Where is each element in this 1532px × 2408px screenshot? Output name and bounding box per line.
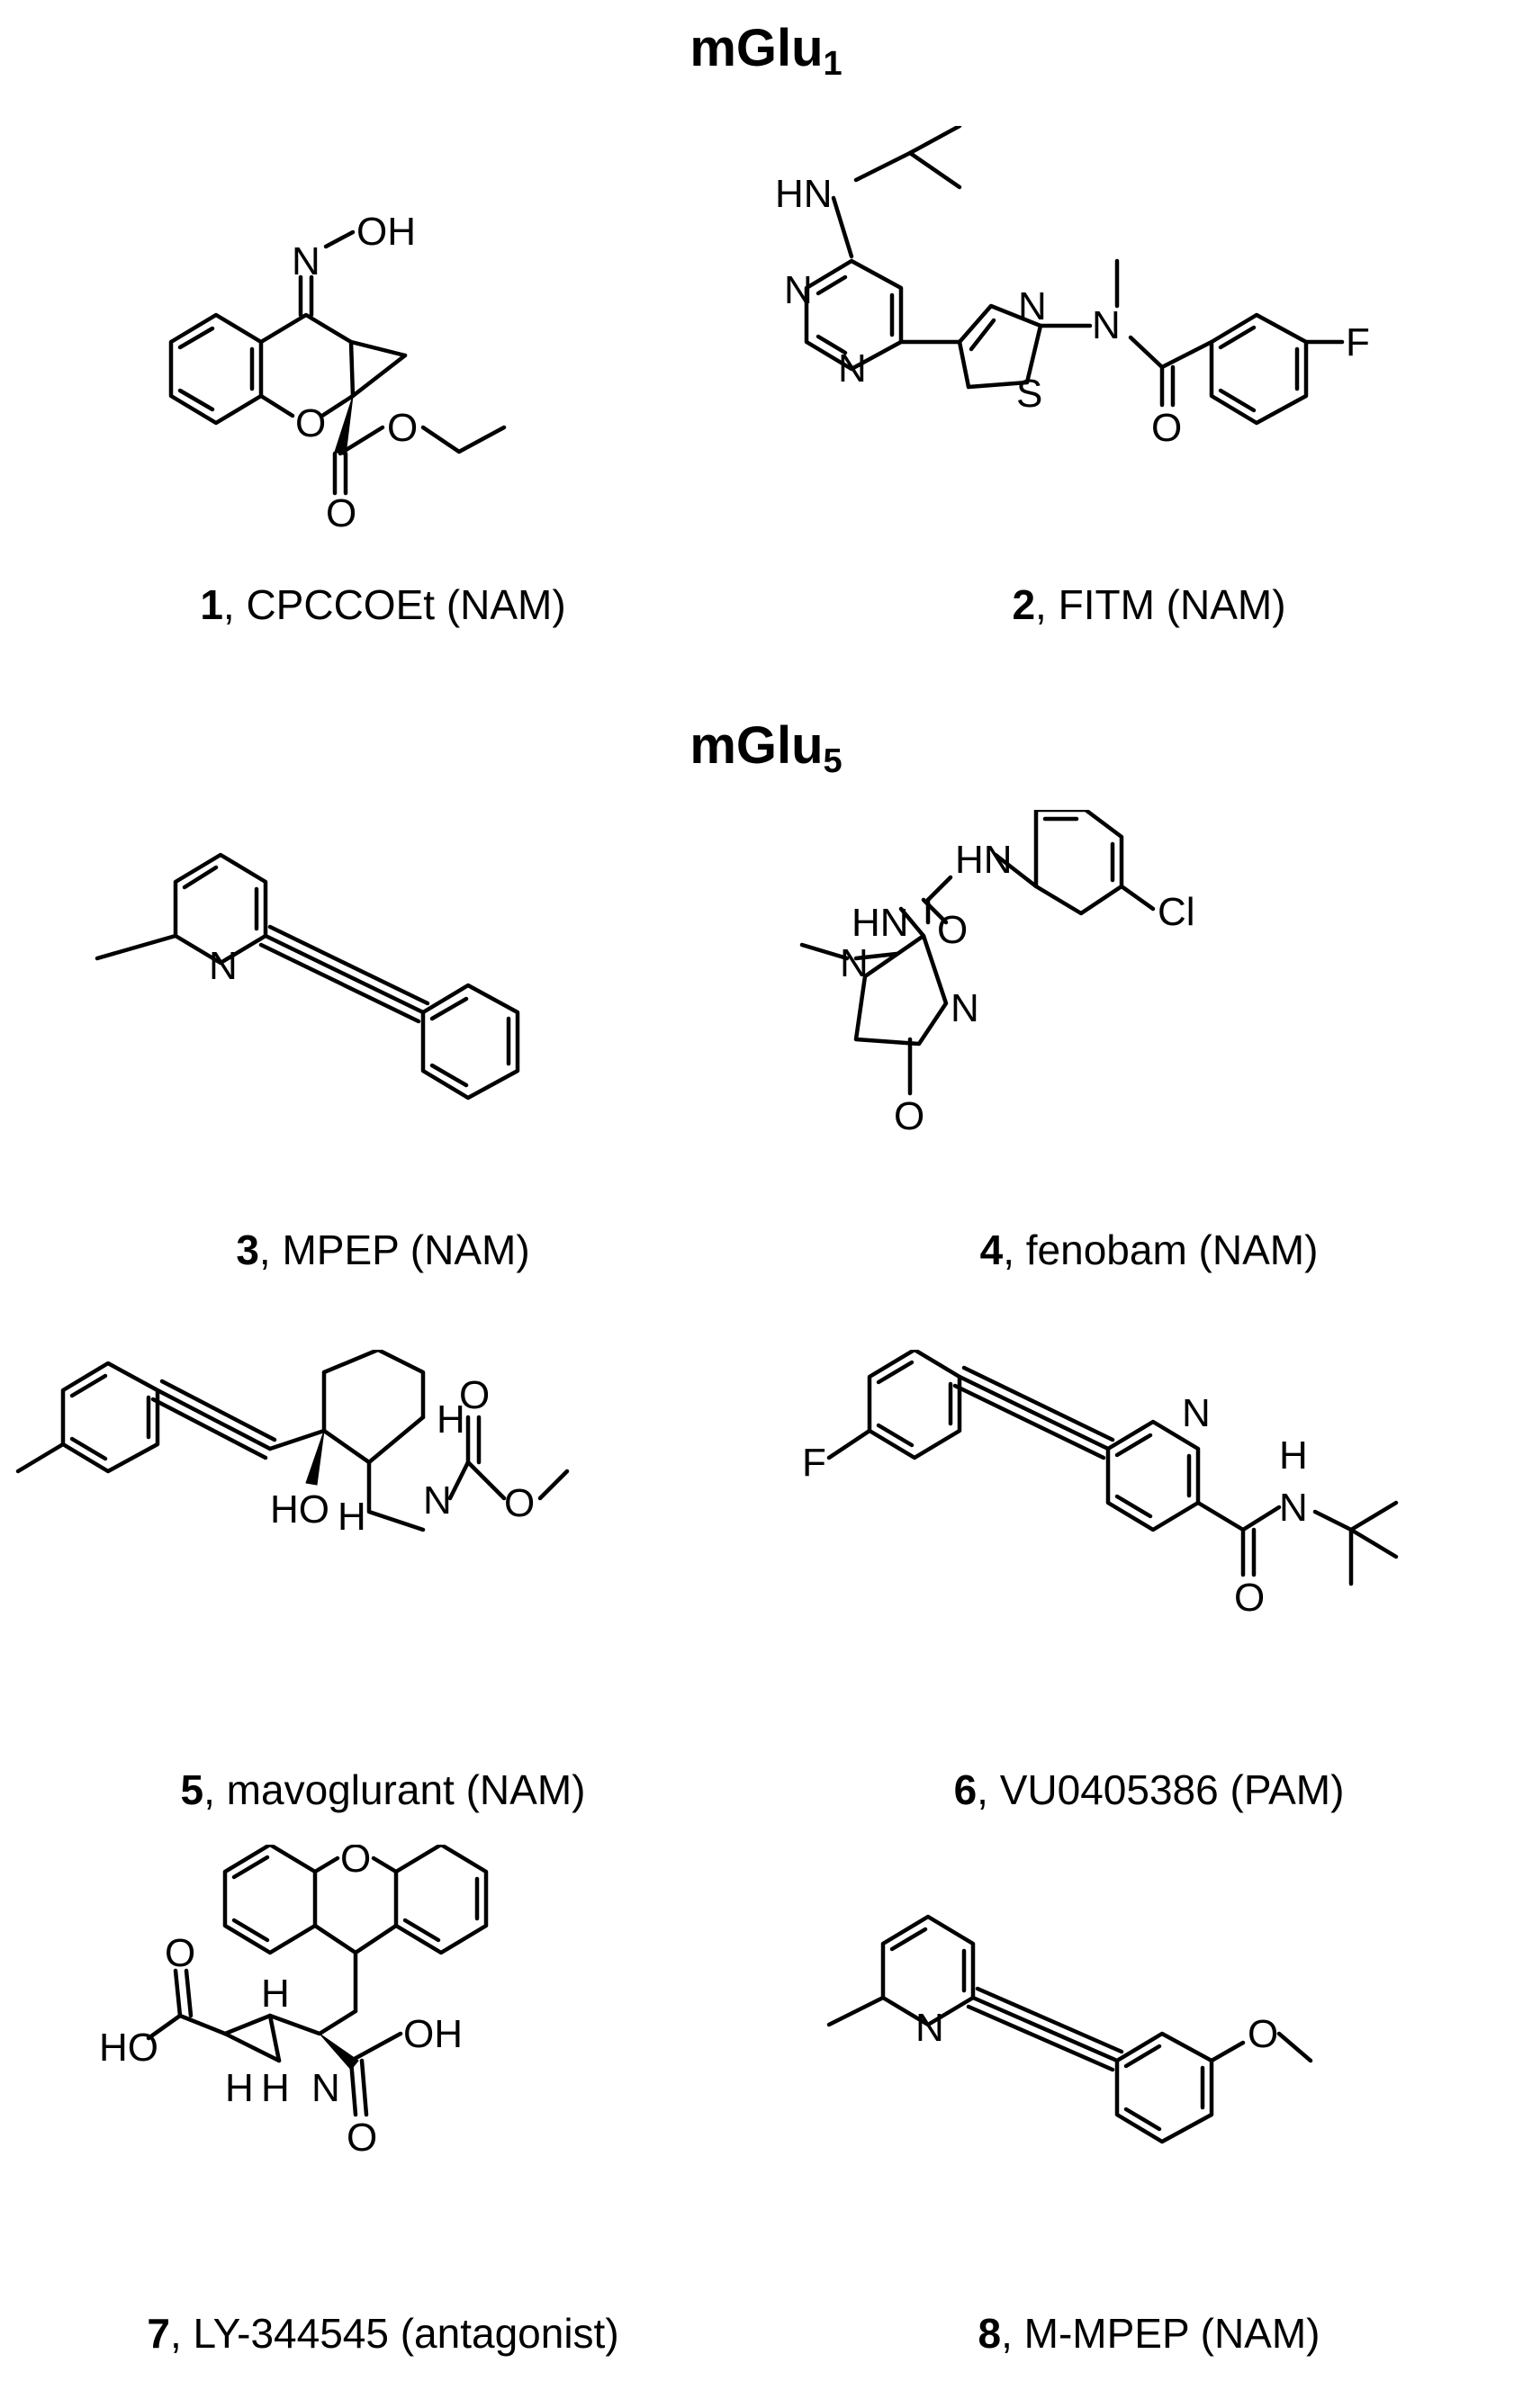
atom-labels: N O xyxy=(915,2006,1278,2056)
svg-text:O: O xyxy=(387,406,418,450)
svg-text:O: O xyxy=(937,908,968,952)
svg-text:N: N xyxy=(423,1478,452,1523)
chemical-structure-icon xyxy=(826,1350,1399,1586)
compound-caption: 4, fenobam (NAM) xyxy=(766,1226,1532,1274)
chemical-structure-icon xyxy=(804,126,1345,426)
compound-6: F N H N O 6, VU0405386 (PAM) xyxy=(766,1350,1532,1818)
svg-text:O: O xyxy=(1234,1576,1265,1620)
compound-number: 2 xyxy=(1012,581,1036,628)
svg-text:HO: HO xyxy=(99,2026,158,2070)
svg-text:N: N xyxy=(1018,284,1047,328)
section-heading-mglu5: mGlu5 xyxy=(0,715,1532,781)
compound-name: , M-MPEP (NAM) xyxy=(1001,2310,1320,2357)
compound-8: N O 8, M-MPEP (NAM) xyxy=(766,1845,1532,2385)
compound-caption: 3, MPEP (NAM) xyxy=(0,1226,766,1274)
compound-1: N OH O O O 1, CPCCOEt (NAM) xyxy=(0,126,766,630)
svg-text:O: O xyxy=(326,491,356,535)
svg-text:H: H xyxy=(1279,1433,1308,1478)
svg-text:O: O xyxy=(504,1481,535,1525)
atom-labels: N OH O O O xyxy=(292,210,418,535)
atom-labels: H N O O HO H xyxy=(270,1373,535,1539)
svg-text:O: O xyxy=(1151,406,1182,450)
svg-text:O: O xyxy=(295,401,326,445)
compound-number: 6 xyxy=(953,1766,978,1813)
chemical-structure-icon xyxy=(826,1914,1313,2144)
chemical-structure-icon xyxy=(146,1845,489,2117)
atom-labels: HN N N N S N O F xyxy=(775,172,1370,450)
compound-caption: 8, M-MPEP (NAM) xyxy=(766,2309,1532,2358)
compound-5: H N O O HO H 5, mavoglurant (NAM) xyxy=(0,1350,766,1818)
atom-labels: F N H N O xyxy=(802,1391,1308,1620)
svg-text:S: S xyxy=(1016,372,1042,416)
svg-text:N: N xyxy=(784,268,813,312)
compound-3: N 3, MPEP (NAM) xyxy=(0,810,766,1278)
atom-labels: N xyxy=(209,944,238,988)
svg-text:O: O xyxy=(459,1373,490,1417)
chemical-structure-icon xyxy=(15,1350,570,1532)
compound-caption: 7, LY-344545 (antagonist) xyxy=(0,2309,766,2358)
chemical-structure-icon xyxy=(799,810,1156,1096)
svg-text:N: N xyxy=(1092,303,1121,347)
compound-2: HN N N N S N O F 2, FITM (NAM) xyxy=(766,126,1532,630)
svg-text:O: O xyxy=(894,1094,924,1138)
svg-text:N: N xyxy=(840,941,869,985)
svg-text:HO: HO xyxy=(270,1487,329,1532)
svg-text:O: O xyxy=(340,1845,371,1881)
svg-text:N: N xyxy=(209,944,238,988)
receptor-name: mGlu xyxy=(689,716,824,775)
compound-4: HN HN O Cl N N O 4, fenobam (NAM) xyxy=(766,810,1532,1278)
svg-text:N: N xyxy=(311,2066,340,2110)
svg-text:F: F xyxy=(1346,320,1370,364)
svg-text:N: N xyxy=(951,986,979,1030)
compound-number: 5 xyxy=(180,1766,204,1813)
receptor-subscript: 1 xyxy=(823,45,843,83)
svg-text:N: N xyxy=(1279,1486,1308,1530)
chemical-structure-icon xyxy=(168,229,507,496)
svg-text:H: H xyxy=(338,1495,366,1539)
svg-text:N: N xyxy=(838,346,867,391)
svg-text:H: H xyxy=(261,2066,290,2110)
svg-text:Cl: Cl xyxy=(1158,890,1195,934)
svg-text:OH: OH xyxy=(356,210,416,254)
svg-text:H: H xyxy=(261,1972,290,2016)
compound-name: , MPEP (NAM) xyxy=(258,1226,530,1273)
compound-caption: 6, VU0405386 (PAM) xyxy=(766,1766,1532,1814)
svg-text:N: N xyxy=(915,2006,944,2050)
compound-name: , CPCCOEt (NAM) xyxy=(222,581,566,628)
compound-7: O O HO H OH H H N O 7, LY-344545 (antago… xyxy=(0,1845,766,2385)
svg-text:HN: HN xyxy=(852,901,909,945)
compound-number: 8 xyxy=(978,2310,1002,2357)
svg-text:H: H xyxy=(225,2066,254,2110)
compound-caption: 1, CPCCOEt (NAM) xyxy=(0,580,766,629)
atom-labels: O O HO H OH H H N O xyxy=(99,1845,463,2160)
svg-text:OH: OH xyxy=(403,2012,463,2056)
svg-text:N: N xyxy=(1182,1391,1211,1435)
compound-name: , FITM (NAM) xyxy=(1035,581,1286,628)
compound-number: 3 xyxy=(236,1226,259,1273)
atom-labels: HN HN O Cl N N O xyxy=(840,838,1195,1138)
svg-text:O: O xyxy=(165,1931,195,1975)
compound-number: 4 xyxy=(979,1226,1004,1273)
svg-text:H: H xyxy=(437,1397,465,1442)
svg-text:O: O xyxy=(1248,2012,1278,2056)
receptor-subscript: 5 xyxy=(823,742,843,780)
svg-text:F: F xyxy=(802,1441,826,1485)
section-heading-mglu1: mGlu1 xyxy=(0,18,1532,84)
compound-name: , VU0405386 (PAM) xyxy=(977,1766,1345,1813)
compound-name: , mavoglurant (NAM) xyxy=(203,1766,586,1813)
receptor-name: mGlu xyxy=(689,19,824,77)
svg-text:O: O xyxy=(347,2116,377,2160)
compound-name: , LY-344545 (antagonist) xyxy=(169,2310,619,2357)
svg-text:N: N xyxy=(292,239,320,283)
compound-name: , fenobam (NAM) xyxy=(1003,1226,1319,1273)
compound-number: 7 xyxy=(147,2310,170,2357)
svg-text:HN: HN xyxy=(775,172,833,216)
chemical-structure-icon xyxy=(95,852,520,1101)
svg-text:HN: HN xyxy=(955,838,1013,882)
compound-caption: 5, mavoglurant (NAM) xyxy=(0,1766,766,1814)
compound-caption: 2, FITM (NAM) xyxy=(766,580,1532,629)
compound-number: 1 xyxy=(200,581,223,628)
